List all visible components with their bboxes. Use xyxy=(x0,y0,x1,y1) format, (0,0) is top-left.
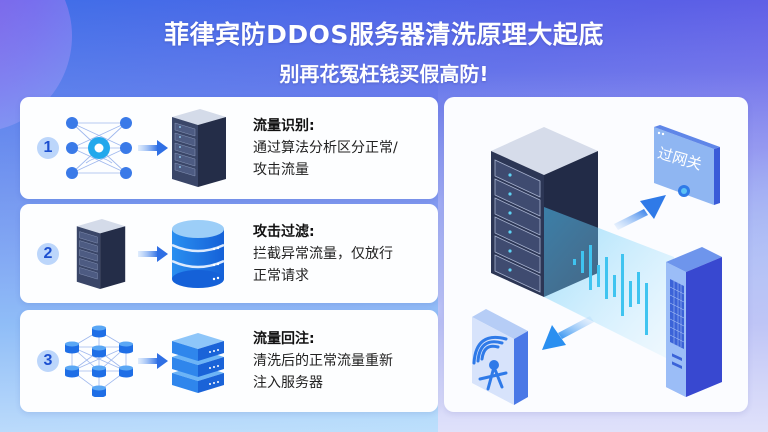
step-title: 流量识别: xyxy=(253,118,315,134)
arrow-up-right-icon xyxy=(614,195,666,230)
step-card-2: 2 攻击过滤: 拦截异常流量，仅放行正常请求 xyxy=(20,204,438,303)
signal-antenna-icon xyxy=(472,309,528,405)
step-number-badge: 2 xyxy=(37,242,59,265)
traffic-beam xyxy=(544,207,674,362)
step-title: 流量回注: xyxy=(253,331,315,347)
step-title: 攻击过滤: xyxy=(253,223,315,240)
step-description: 清洗后的正常流量重新注入服务器 xyxy=(253,353,393,391)
network-graph-icon xyxy=(66,117,132,179)
page-title: 菲律宾防DDOS服务器清洗原理大起底 xyxy=(164,20,604,49)
arrow-right-icon xyxy=(138,245,168,262)
ddos-cleaning-illustration: 过网关 xyxy=(472,125,722,405)
illustration-panel: 过网关 xyxy=(444,97,748,412)
gateway-screen-icon: 过网关 xyxy=(654,125,720,205)
traffic-waveform-icon xyxy=(573,245,648,335)
step-description: 拦截异常流量，仅放行正常请求 xyxy=(253,245,393,284)
arrow-right-icon xyxy=(138,353,168,369)
database-icon xyxy=(171,219,225,288)
terminal-device-icon xyxy=(666,247,722,397)
server-rack-icon xyxy=(172,109,226,187)
step-text: 流量识别: 通过算法分析区分正常/攻击流量 xyxy=(253,97,403,199)
step-text: 攻击过滤: 拦截异常流量，仅放行正常请求 xyxy=(253,204,403,303)
stacked-server-icon xyxy=(172,333,224,393)
step-description: 通过算法分析区分正常/攻击流量 xyxy=(253,140,398,178)
arrow-right-icon xyxy=(138,140,168,156)
step-text: 流量回注: 清洗后的正常流量重新注入服务器 xyxy=(253,310,403,412)
step-card-1: 1 xyxy=(20,97,438,199)
page-subtitle: 别再花冤枉钱买假高防! xyxy=(279,62,489,86)
step-number-badge: 3 xyxy=(37,350,59,372)
step-number-badge: 1 xyxy=(37,137,59,159)
step-card-3: 3 xyxy=(20,310,438,412)
arrow-down-left-icon xyxy=(542,316,594,350)
server-rack-icon xyxy=(76,218,126,289)
network-nodes-icon xyxy=(65,325,133,397)
